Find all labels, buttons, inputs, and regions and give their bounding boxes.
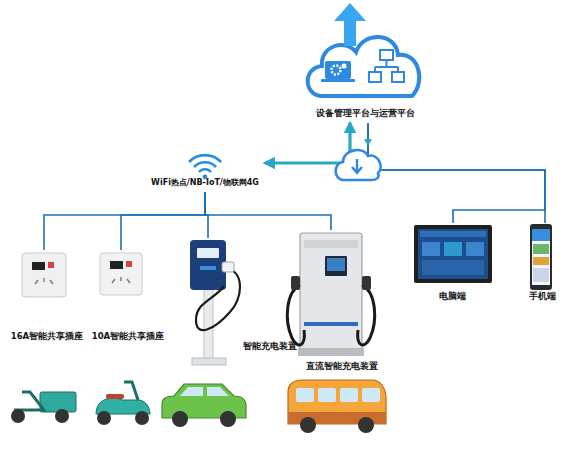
double-arrow <box>265 123 350 163</box>
monitor-frame <box>414 225 492 283</box>
wifi-icon <box>199 169 211 172</box>
van-body <box>288 380 386 424</box>
node-label: 16A智能共享插座 <box>8 332 86 342</box>
pile-head <box>190 240 226 290</box>
gear-icon <box>332 66 341 75</box>
van-window <box>318 388 336 402</box>
van-wheel <box>358 417 374 433</box>
monitor-screen <box>466 242 484 256</box>
socket-panel <box>22 253 66 297</box>
phone-screen <box>532 229 550 241</box>
phone-screen <box>533 244 549 254</box>
van-window <box>296 388 314 402</box>
node-label: 手机端 <box>522 292 562 302</box>
monitor-screen <box>418 229 488 279</box>
van-window <box>362 388 380 402</box>
socket-panel <box>100 253 142 295</box>
tricycle-wheel <box>55 409 69 423</box>
socket-holes <box>112 277 130 283</box>
device-node: 直流智能充电装置 <box>296 230 388 376</box>
device-node: 16A智能共享插座 <box>8 250 86 346</box>
charging-cable <box>196 268 240 330</box>
node-label: 直流智能充电装置 <box>296 362 388 372</box>
network-icon <box>369 72 381 82</box>
charging-plug <box>362 276 371 290</box>
node-label: 10A智能共享插座 <box>88 332 168 342</box>
device-node: 设备管理平台与运营平台 <box>298 5 432 123</box>
car-wheel <box>172 411 188 427</box>
node-label: 电脑端 <box>410 292 495 302</box>
monitor-screen <box>422 260 484 275</box>
tree-connector <box>205 192 331 230</box>
tree-connector <box>368 123 545 223</box>
dc-charger-body <box>300 233 362 351</box>
scooter-handle <box>124 382 138 400</box>
socket-display <box>32 262 45 270</box>
car-window <box>180 387 229 396</box>
socket-display <box>110 261 123 269</box>
scooter-seat <box>106 394 124 399</box>
download-arrow <box>352 159 362 173</box>
tree-connector <box>368 123 545 223</box>
device-node: 智能充电装置 <box>185 238 295 368</box>
hub-cloud <box>336 150 381 180</box>
node-label: WiFi热点/NB-IoT/物联网4G <box>145 178 265 187</box>
laptop-base <box>321 79 355 82</box>
monitor-screen <box>444 242 462 256</box>
pile-screen <box>197 248 219 258</box>
charging-cable <box>287 285 304 345</box>
dc-charger-top <box>304 240 358 248</box>
charging-plug <box>291 276 300 290</box>
tricycle-cargo <box>40 392 76 412</box>
network-icon <box>380 50 393 60</box>
network-icon <box>375 60 398 72</box>
device-node: WiFi热点/NB-IoT/物联网4G <box>145 145 265 192</box>
charging-plug <box>222 262 234 272</box>
dc-charger-screen <box>325 256 347 276</box>
phone-frame <box>530 224 552 290</box>
phone-screen <box>533 257 549 265</box>
phone-screen <box>532 229 550 285</box>
wifi-icon <box>194 162 216 167</box>
device-node: 电脑端 <box>410 223 495 305</box>
van-wheel <box>300 417 316 433</box>
pile-stripe <box>200 266 216 270</box>
down-arrow-head <box>364 139 372 146</box>
tricycle-frame <box>14 392 44 410</box>
network-icon <box>392 72 404 82</box>
tricycle-wheel <box>11 409 25 423</box>
car-wheel <box>220 411 236 427</box>
dc-charger-screen <box>327 258 345 271</box>
monitor-screen <box>422 242 440 256</box>
pile-base <box>192 358 226 365</box>
device-node: 10A智能共享插座 <box>88 250 168 346</box>
charging-cable <box>358 285 375 345</box>
platform-cloud <box>308 37 420 96</box>
car-body <box>162 384 246 418</box>
device-node: 手机端 <box>522 223 562 305</box>
dc-charger-base <box>298 348 364 356</box>
wifi-icon <box>189 155 221 162</box>
socket-indicator <box>126 261 132 267</box>
phone-screen <box>533 268 549 282</box>
upload-arrow <box>334 3 366 46</box>
socket-indicator <box>48 262 54 268</box>
scooter-wheel <box>97 411 111 425</box>
dc-charger-stripe <box>304 322 358 326</box>
van-window <box>340 388 358 402</box>
monitor-screen <box>420 231 486 237</box>
node-label: 智能充电装置 <box>243 342 297 352</box>
laptop-icon <box>325 61 351 79</box>
tree-connector <box>44 192 205 250</box>
scooter-wheel <box>135 411 149 425</box>
gear-icon <box>342 64 347 69</box>
socket-holes <box>35 278 53 284</box>
node-label: 设备管理平台与运营平台 <box>298 108 432 118</box>
